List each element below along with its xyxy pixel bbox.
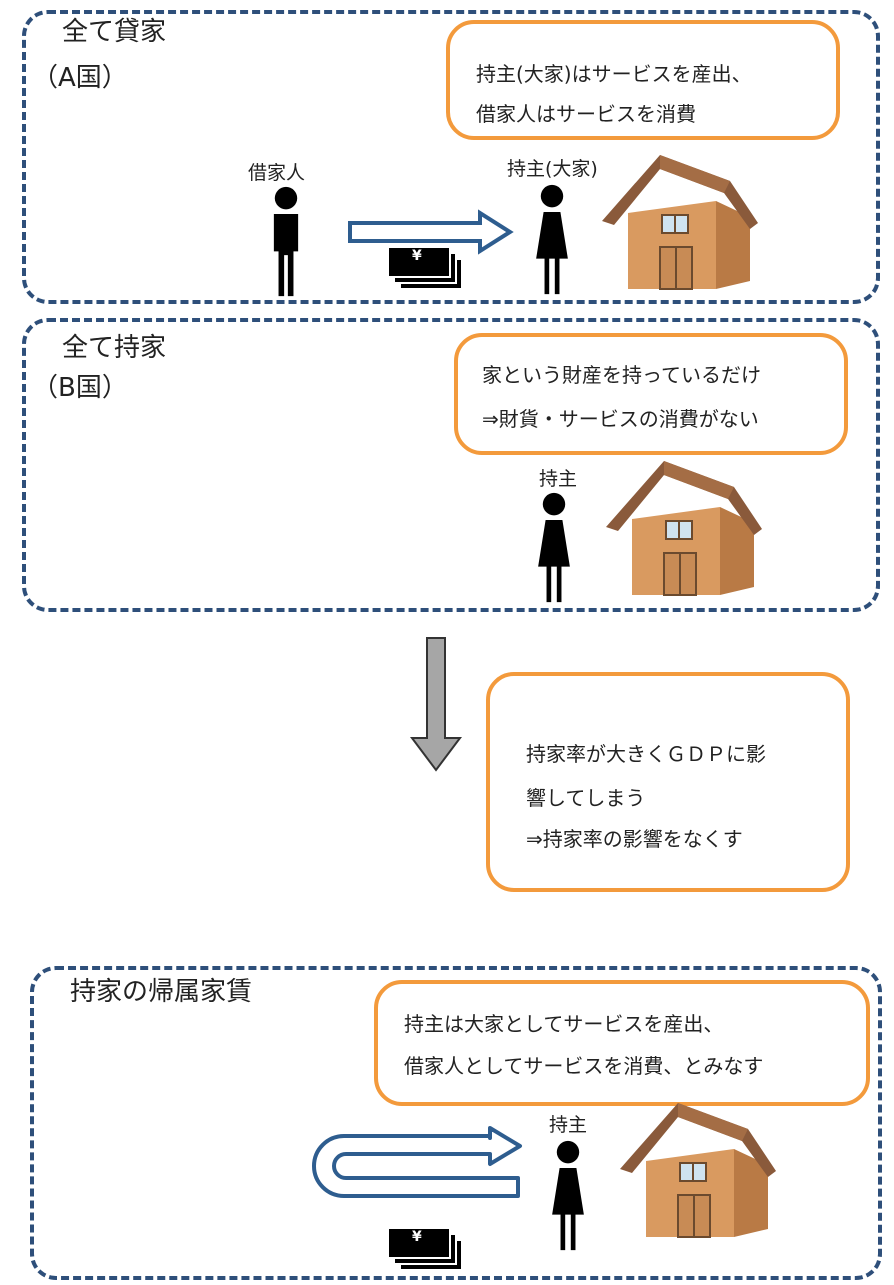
money-icon bbox=[388, 1227, 463, 1271]
callout-line: 家という財産を持っているだけ bbox=[482, 363, 761, 387]
flow-arrow bbox=[348, 209, 514, 255]
panel-b-subtitle: （B国） bbox=[32, 373, 128, 403]
panel-c-title: 持家の帰属家賃 bbox=[70, 977, 253, 1007]
house-icon bbox=[604, 459, 764, 597]
owner-label: 持主 bbox=[539, 468, 578, 490]
panel-c-callout: 持主は大家としてサービスを産出、 借家人としてサービスを消費、とみなす bbox=[374, 980, 870, 1106]
loop-flow-arrow bbox=[312, 1126, 522, 1198]
owner-label: 持主 bbox=[549, 1114, 588, 1136]
panel-a-title: 全て貸家 bbox=[62, 17, 167, 47]
tenant-label: 借家人 bbox=[248, 162, 306, 184]
callout-line: 借家人としてサービスを消費、とみなす bbox=[404, 1054, 764, 1078]
yen-symbol: ¥ bbox=[412, 1229, 422, 1245]
house-icon bbox=[618, 1101, 778, 1239]
middle-callout: 持家率が大きくＧＤＰに影 響してしまう ⇒持家率の影響をなくす bbox=[486, 672, 850, 892]
owner-woman-icon bbox=[536, 184, 568, 295]
callout-line: ⇒財貨・サービスの消費がない bbox=[482, 407, 759, 431]
callout-line: 持主は大家としてサービスを産出、 bbox=[404, 1012, 724, 1036]
panel-a-callout: 持主(大家)はサービスを産出、 借家人はサービスを消費 bbox=[446, 20, 840, 140]
callout-line: 持家率が大きくＧＤＰに影 bbox=[526, 742, 766, 766]
house-icon bbox=[600, 153, 760, 291]
panel-b bbox=[22, 318, 880, 612]
money-icon bbox=[388, 246, 463, 290]
panel-a-subtitle: （A国） bbox=[32, 63, 128, 93]
panel-a bbox=[22, 10, 880, 304]
panel-c bbox=[30, 966, 882, 1280]
owner-woman-icon bbox=[552, 1140, 584, 1251]
tenant-person-icon bbox=[273, 186, 299, 297]
callout-line: 借家人はサービスを消費 bbox=[476, 102, 696, 126]
owner-woman-icon bbox=[538, 492, 570, 603]
yen-symbol: ¥ bbox=[412, 248, 422, 264]
panel-b-callout: 家という財産を持っているだけ ⇒財貨・サービスの消費がない bbox=[454, 333, 848, 455]
owner-label: 持主(大家) bbox=[507, 158, 598, 180]
down-arrow bbox=[410, 637, 462, 772]
callout-line: 持主(大家)はサービスを産出、 bbox=[476, 62, 752, 86]
callout-line: 響してしまう bbox=[526, 786, 646, 810]
callout-line: ⇒持家率の影響をなくす bbox=[526, 827, 743, 851]
panel-b-title: 全て持家 bbox=[62, 333, 167, 363]
